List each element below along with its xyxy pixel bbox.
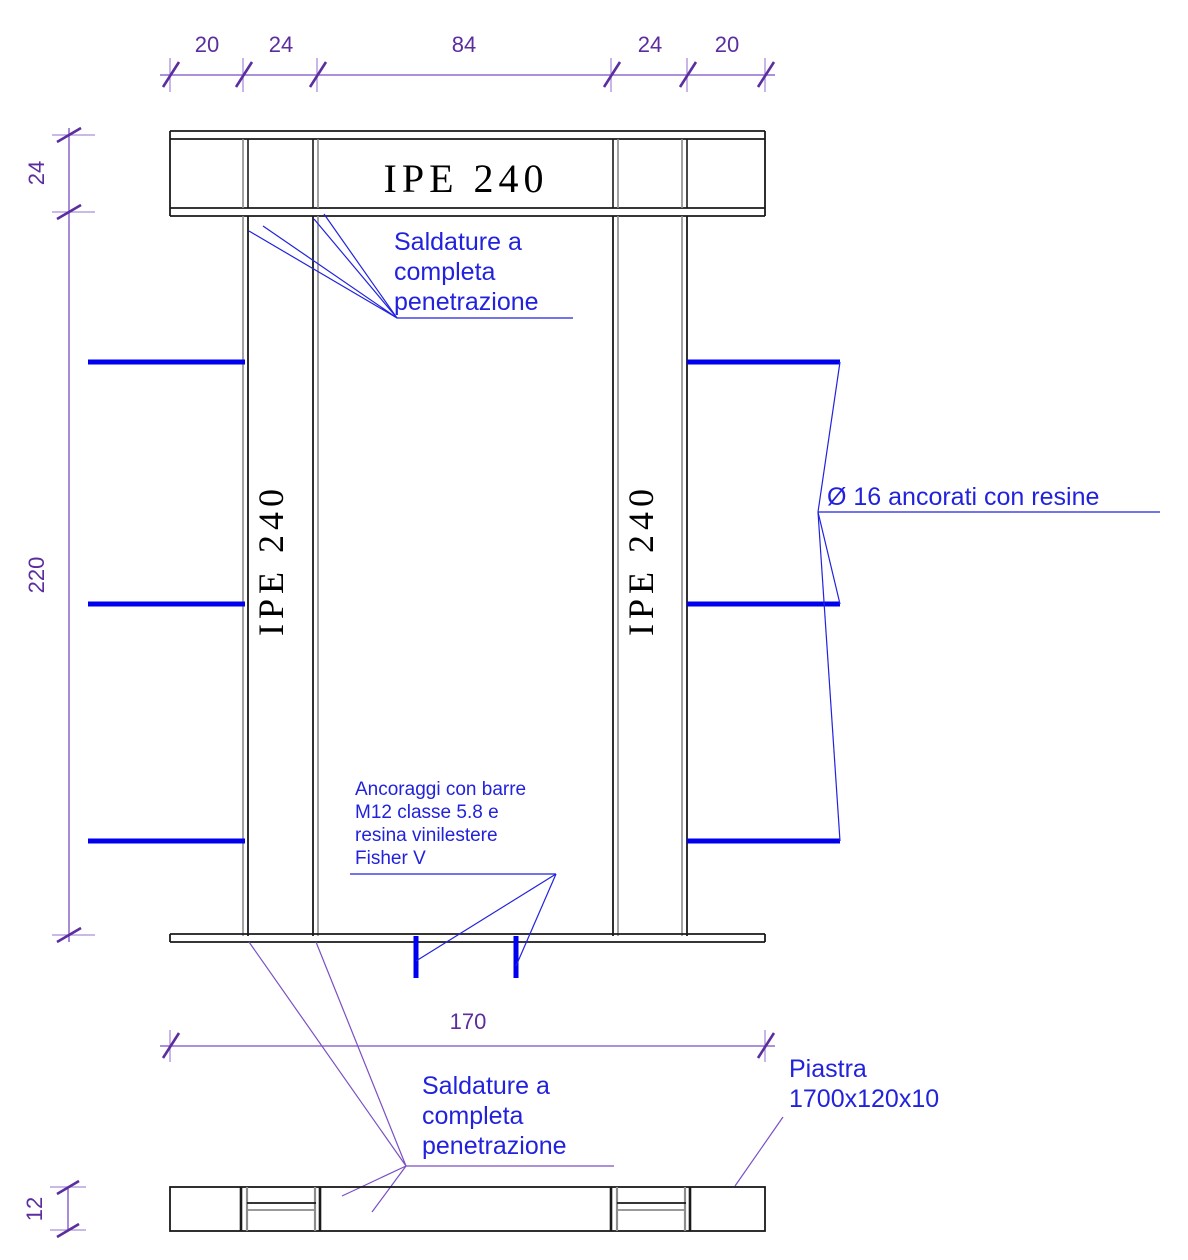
dim-label-20-left: 20 [195, 32, 219, 57]
anchor-note-line-1: Ancoraggi con barre [355, 779, 526, 800]
weld-bottom-leader-4 [371, 1165, 407, 1213]
weld-bottom-leaders [248, 941, 614, 1213]
anchor-bars-below-plate [413, 936, 519, 978]
weld-top-line-2: completa [394, 258, 496, 286]
base-plate-plan-view [169, 1186, 766, 1232]
dim-tick [756, 61, 776, 88]
weld-bottom-annotation: Saldature a completa penetrazione [422, 1072, 567, 1160]
base-plate-elevation [169, 933, 766, 943]
dim-tick [756, 1032, 776, 1059]
anchor-note-leader-bar-1 [415, 873, 557, 962]
anchor-note-line-2: M12 classe 5.8 e [355, 802, 499, 823]
dim-label-24-top-left: 24 [24, 161, 49, 185]
weld-bottom-line-3: penetrazione [422, 1132, 567, 1160]
anchor-note-line-4: Fisher V [355, 848, 426, 869]
anchor-bars-annotation: Ancoraggi con barre M12 classe 5.8 e res… [350, 779, 557, 967]
weld-leader-1 [248, 230, 398, 319]
dim-label-220: 220 [24, 557, 49, 594]
weld-bottom-line-2: completa [422, 1102, 524, 1130]
dim-label-12: 12 [22, 1197, 47, 1221]
anchor-note-leader-middle [817, 511, 841, 605]
left-column-label: IPE 240 [251, 484, 291, 636]
right-column-ipe240: IPE 240 [612, 216, 688, 936]
left-column-ipe240: IPE 240 [242, 216, 319, 936]
dim-tick [56, 126, 82, 144]
dim-tick [602, 61, 622, 88]
weld-leader-3 [313, 218, 398, 319]
weld-leader-4 [323, 213, 398, 319]
dim-tick [678, 61, 698, 88]
dim-label-20-right: 20 [715, 32, 739, 57]
dim-tick [308, 61, 328, 88]
dim-tick [161, 61, 181, 88]
anchor-note-leader-upper [817, 361, 841, 513]
dim-tick [161, 1032, 181, 1059]
plan-dimension-170: 170 [160, 1009, 776, 1062]
base-plate-line-2: 1700x120x10 [789, 1085, 939, 1113]
base-plate-line-1: Piastra [789, 1055, 867, 1083]
dim-tick [234, 61, 254, 88]
right-column-label: IPE 240 [621, 484, 661, 636]
base-plate-leader [734, 1116, 784, 1187]
anchor-note-leader-lower [817, 511, 841, 842]
weld-leader-2 [262, 225, 398, 319]
dim-label-84-center: 84 [452, 32, 476, 57]
resin-anchors [88, 359, 840, 844]
weld-top-line-1: Saldature a [394, 228, 522, 256]
anchors-right-annotation: Ø 16 ancorati con resine [817, 361, 1160, 842]
dim-tick [56, 926, 82, 944]
left-dimension-chain: 24 220 [24, 126, 95, 944]
anchor-note-leader-bar-2 [515, 873, 557, 967]
plate-thickness-dimension: 12 [22, 1179, 86, 1239]
weld-top-leaders [248, 213, 573, 319]
plate-outline [169, 1186, 766, 1232]
top-dimension-chain: 20 24 84 24 20 [160, 32, 776, 92]
weld-bottom-leader-3 [341, 1165, 407, 1197]
top-beam-ipe240: IPE 240 [169, 130, 766, 217]
dim-label-24-left: 24 [269, 32, 293, 57]
top-beam-label: IPE 240 [384, 156, 549, 201]
dim-label-24-right: 24 [638, 32, 662, 57]
dim-tick [56, 203, 82, 221]
weld-bottom-leader-2 [315, 941, 407, 1167]
base-plate-annotation: Piastra 1700x120x10 [734, 1055, 939, 1187]
weld-bottom-leader-1 [248, 941, 407, 1167]
anchors-right-label: Ø 16 ancorati con resine [827, 483, 1099, 511]
weld-top-annotation: Saldature a completa penetrazione [394, 228, 539, 316]
dim-label-170: 170 [450, 1009, 487, 1034]
weld-top-line-3: penetrazione [394, 288, 539, 316]
dim-tick [56, 1179, 80, 1196]
weld-bottom-line-1: Saldature a [422, 1072, 550, 1100]
anchor-note-line-3: resina vinilestere [355, 825, 498, 846]
dim-tick [56, 1222, 80, 1239]
